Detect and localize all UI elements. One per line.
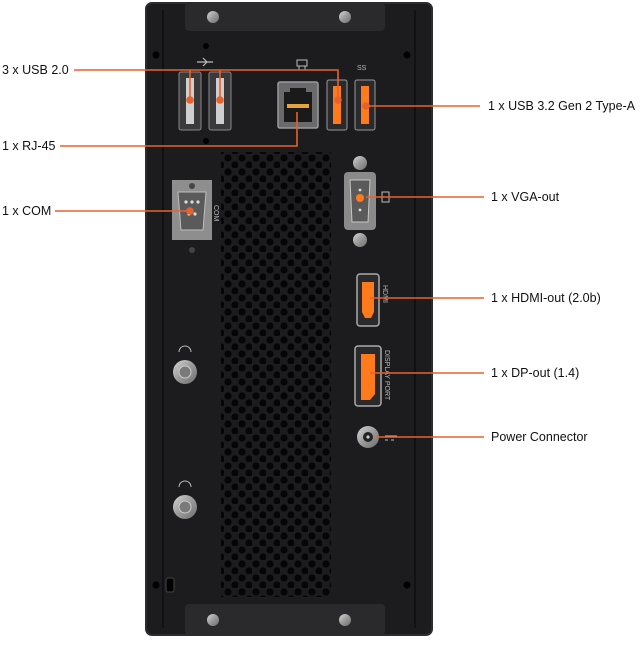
screw-hole-icon xyxy=(403,581,411,589)
wireless-icon xyxy=(178,480,192,488)
label-rj45: 1 x RJ-45 xyxy=(2,139,56,153)
dp-port-printing: DISPLAY PORT xyxy=(383,350,390,401)
com-port-printing: COM xyxy=(212,205,219,222)
usb-logo-icon xyxy=(197,57,213,67)
usb3-port-printing: SS xyxy=(357,65,367,72)
rj45-port xyxy=(277,59,319,129)
label-usb2: 3 x USB 2.0 xyxy=(2,63,69,77)
callout-line-usb2 xyxy=(74,69,339,100)
label-power: Power Connector xyxy=(491,430,588,444)
wireless-icon xyxy=(178,345,192,353)
callout-dot-com xyxy=(186,207,194,215)
label-usb32: 1 x USB 3.2 Gen 2 Type-A xyxy=(488,99,636,113)
screw-hole-icon xyxy=(203,43,209,49)
hdmi-port-printing: HDMI xyxy=(381,285,388,303)
screw-hole-icon xyxy=(152,581,160,589)
label-com: 1 x COM xyxy=(2,204,52,218)
network-icon xyxy=(295,59,309,71)
label-hdmi: 1 x HDMI-out (2.0b) xyxy=(491,291,601,305)
screw-icon xyxy=(207,11,219,23)
ventilation-grille xyxy=(221,152,331,597)
screw-icon xyxy=(339,11,351,23)
screw-icon xyxy=(207,614,219,626)
dc-power-icon xyxy=(385,435,397,441)
antenna-connector xyxy=(173,480,197,519)
screw-hole-icon xyxy=(403,51,411,59)
power-connector xyxy=(357,426,397,448)
screw-icon xyxy=(339,614,351,626)
bottom-bracket xyxy=(185,604,385,635)
usb32-port-tongue xyxy=(333,86,341,124)
screw-hole-icon xyxy=(152,51,160,59)
lock-slot xyxy=(165,577,175,593)
callout-lines xyxy=(55,69,484,438)
screw-hole-icon xyxy=(203,138,209,144)
dp-port: DISPLAY PORT xyxy=(354,345,390,407)
callout-line-rj45 xyxy=(60,112,298,147)
label-dp: 1 x DP-out (1.4) xyxy=(491,366,580,380)
hdmi-port: HDMI xyxy=(356,273,388,327)
top-bracket xyxy=(185,3,385,31)
callout-dot-usb2-c xyxy=(334,96,342,104)
antenna-connector xyxy=(173,345,197,384)
label-vga: 1 x VGA-out xyxy=(491,190,560,204)
callout-dot-usb32 xyxy=(362,102,370,110)
